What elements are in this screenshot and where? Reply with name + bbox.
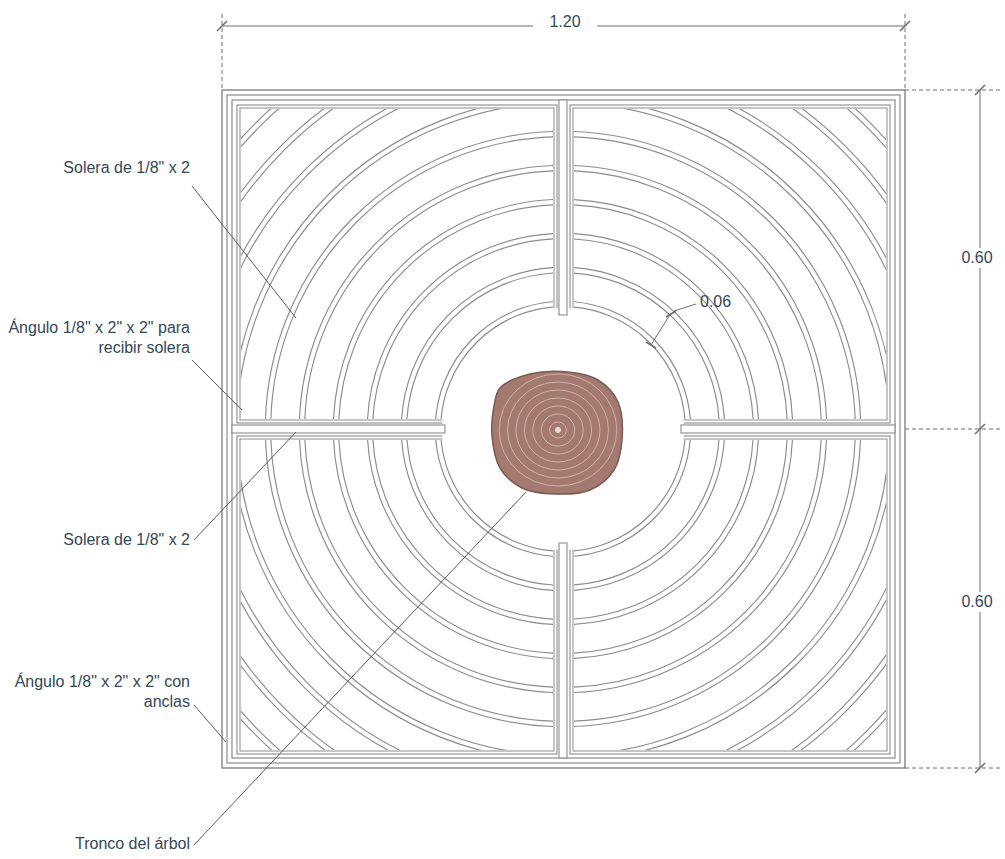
frame-angle	[227, 95, 900, 763]
ring-bar	[574, 202, 790, 419]
ring-bar	[574, 440, 886, 750]
dimension-text: 0.60	[951, 592, 1003, 612]
ring-bar	[268, 134, 553, 419]
ring-bar	[574, 440, 886, 750]
ring-bar	[574, 168, 824, 419]
ring-bar	[302, 168, 553, 419]
grate-panel	[64, 0, 1005, 859]
part-label: Ángulo 1/8" x 2" x 2" con anclas	[2, 672, 190, 712]
ring-bar	[241, 109, 553, 419]
ring-bar	[302, 440, 553, 690]
ring-bar	[241, 109, 553, 419]
ring-bar	[574, 109, 886, 419]
ring-bar	[574, 440, 790, 656]
ring-bar	[336, 440, 553, 656]
ring-bar	[241, 440, 553, 750]
grate-panel	[64, 0, 1005, 859]
ring-bar	[574, 109, 886, 419]
ring-bar	[241, 109, 553, 419]
dimension-text: 0.60	[951, 248, 1003, 268]
ring-bar	[574, 109, 886, 419]
ring-bar	[574, 440, 886, 750]
grate-panel	[64, 0, 1005, 859]
ring-bar	[241, 109, 553, 419]
grate-panel	[64, 0, 1005, 859]
ring-bar	[241, 109, 553, 419]
ring-bar	[574, 236, 756, 419]
dimension-lines	[217, 14, 1000, 773]
dimension-text: 0.06	[700, 292, 731, 312]
ring-bar	[241, 440, 553, 750]
divider-bar	[559, 100, 567, 315]
ring-bar	[268, 440, 553, 724]
ring-bar	[241, 440, 553, 750]
divider-bar	[559, 543, 567, 758]
frame-angle	[222, 90, 905, 768]
ring-bar	[241, 440, 553, 750]
part-label: Ángulo 1/8" x 2" x 2" para recibir soler…	[2, 318, 190, 358]
frame-angle	[232, 100, 895, 758]
ring-bar	[574, 440, 886, 750]
divider-bar	[681, 425, 895, 433]
ring-bar	[574, 440, 886, 750]
ring-bar	[370, 440, 553, 622]
part-label: Solera de 1/8" x 2	[0, 530, 190, 550]
ring-bar	[574, 440, 824, 690]
ring-bar	[574, 109, 886, 419]
ring-bar	[574, 440, 756, 622]
ring-bar	[241, 440, 553, 750]
ring-bar	[438, 304, 553, 419]
part-label: Solera de 1/8" x 2	[0, 158, 190, 178]
leader-lines	[192, 186, 526, 845]
ring-bar	[574, 440, 688, 554]
tree-trunk	[492, 371, 623, 494]
ring-bar	[574, 109, 886, 419]
ring-bar	[574, 440, 886, 750]
ring-bar	[370, 236, 553, 419]
dimension-text: 1.20	[533, 12, 597, 32]
ring-bar	[574, 304, 688, 419]
ring-bar	[438, 440, 553, 554]
ring-bar	[574, 134, 858, 419]
ring-bar	[241, 109, 553, 419]
ring-bar	[574, 109, 886, 419]
ring-bar	[336, 202, 553, 419]
divider-bar	[232, 425, 445, 433]
ring-bar	[241, 440, 553, 750]
part-label: Tronco del árbol	[0, 834, 190, 854]
ring-bar	[574, 440, 858, 724]
